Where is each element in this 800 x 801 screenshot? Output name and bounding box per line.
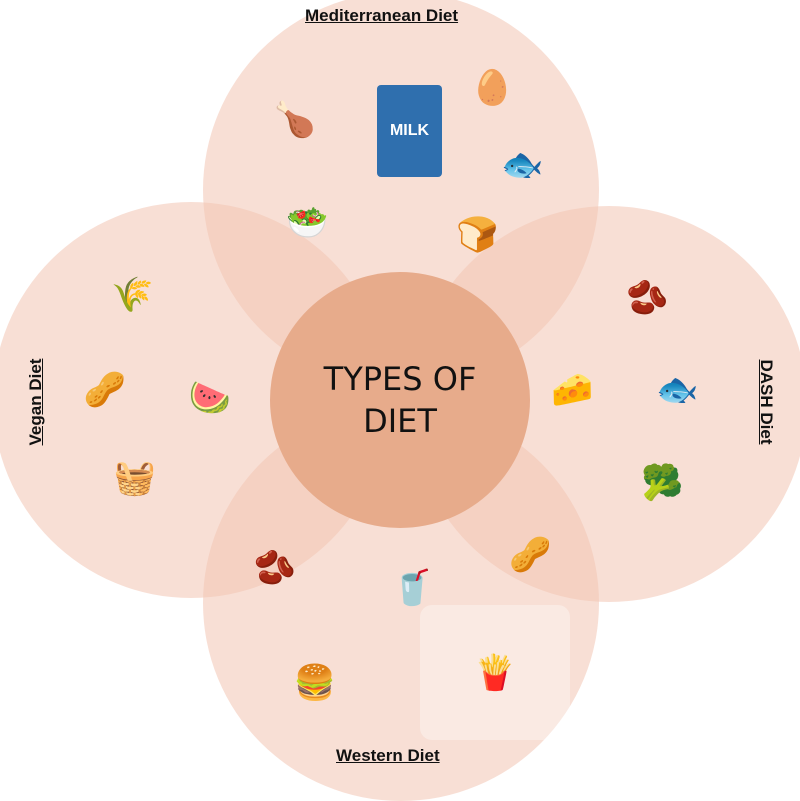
chicken-image: 🍗 — [273, 101, 317, 139]
fruits-vegetables-image: 🥗 — [286, 203, 329, 242]
nuts-image: 🥜 — [509, 536, 552, 574]
center-title-line2: DIET — [363, 402, 437, 440]
bread-image: 🍞 — [456, 216, 499, 254]
fruits-vegetables-image: 🥦 — [641, 463, 684, 502]
eggs-image: 🥚 — [471, 68, 514, 107]
legumes-image: 🫘 — [626, 278, 669, 317]
cheeseburger-image: 🍔 — [293, 663, 337, 702]
fries-image: 🍟 — [420, 605, 570, 740]
center-title-circle: TYPES OF DIET — [270, 272, 530, 528]
nuts-image: 🥜 — [83, 371, 127, 409]
vegan-diet-label: Vegan Diet — [26, 358, 45, 446]
milk-carton-image: MILK — [377, 85, 442, 177]
grains-image: 🌾 — [111, 276, 154, 314]
fruit-salad-image: 🍉 — [188, 378, 232, 417]
fish-image: 🐟 — [501, 146, 544, 184]
western-diet-label: Western Diet — [336, 746, 440, 765]
fruit-basket-image: 🧺 — [113, 458, 157, 497]
cheese-image: 🧀 — [551, 371, 594, 409]
mediterranean-diet-label: Mediterranean Diet — [305, 6, 459, 25]
legumes-image: 🫘 — [253, 548, 297, 587]
fish-image: 🐟 — [656, 371, 699, 409]
center-title-line1: TYPES OF — [323, 360, 477, 398]
dash-diet-label: DASH Diet — [757, 359, 776, 445]
soft-drinks-image: 🥤 — [391, 568, 434, 607]
